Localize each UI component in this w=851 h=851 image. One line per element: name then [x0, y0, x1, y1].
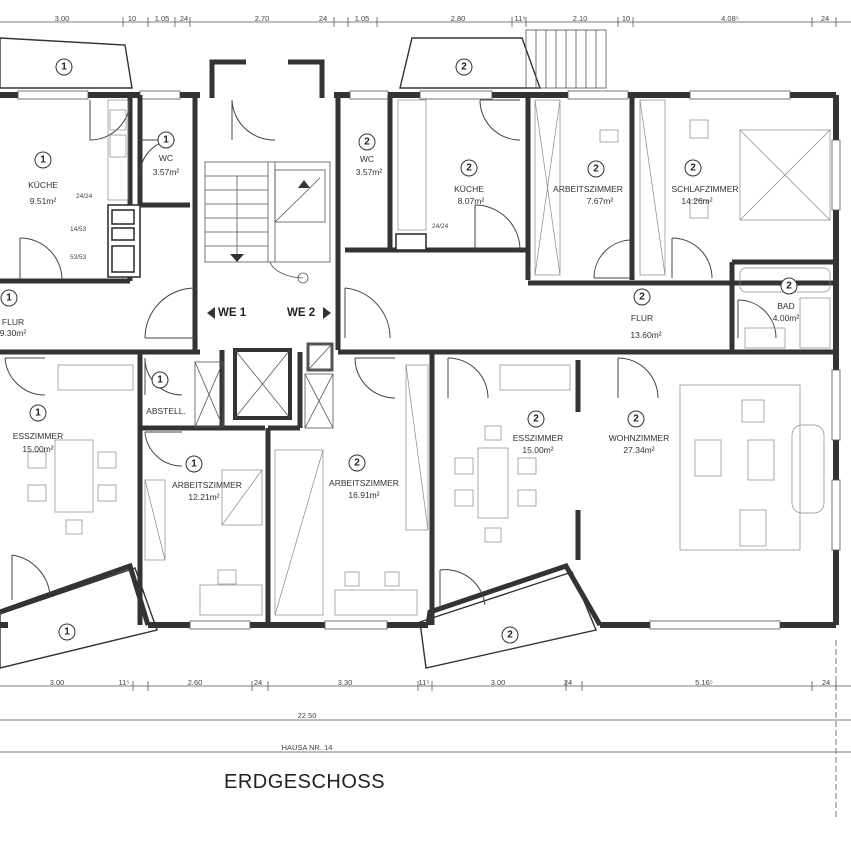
chimney-label-3: 53/53 — [70, 254, 87, 261]
unit-marker-kueche1: 1 — [34, 151, 52, 169]
dim-top-7: 1.05 — [354, 14, 370, 23]
dim-bottom-3: 2.60 — [187, 678, 203, 687]
furniture — [27, 99, 831, 616]
room-name-wc2: WC — [359, 154, 375, 164]
room-area-kueche2: 8.07m² — [457, 196, 485, 206]
dim-bottom-10: 24 — [821, 678, 831, 687]
dim-top-13: 24 — [820, 14, 830, 23]
drawing-title: ERDGESCHOSS — [224, 771, 386, 793]
unit-marker-balcony-top-left: 1 — [55, 58, 73, 76]
unit-marker-schlafzimmer2: 2 — [684, 159, 702, 177]
unit-marker-wc1: 1 — [157, 131, 175, 149]
room-area-schlafzimmer2: 14.26m² — [681, 196, 713, 206]
dim-top-11: 10 — [621, 14, 631, 23]
dim-top-3: 1.05 — [154, 14, 170, 23]
front-steps — [525, 29, 607, 89]
dim-bottom-6: 11⁵ — [418, 678, 430, 687]
dim-bottom-2: 11⁵ — [118, 678, 130, 687]
room-name-bad2: BAD — [777, 301, 795, 311]
room-area-arbeitszimmer1: 12.21m² — [188, 492, 220, 502]
room-area-esszimmer1: 15.00m² — [22, 444, 54, 454]
unit-marker-wc2: 2 — [358, 133, 376, 151]
unit-marker-esszimmer1: 1 — [29, 404, 47, 422]
windows — [17, 90, 841, 630]
balcony-bottom-left — [0, 567, 158, 669]
unit-marker-arbeitszimmer2b: 2 — [348, 454, 366, 472]
room-name-arbeitszimmer2b: ARBEITSZIMMER — [329, 478, 399, 488]
unit-marker-balcony-bottom-left: 1 — [58, 623, 76, 641]
entrance-porch — [209, 59, 325, 98]
room-name-flur2: FLUR — [630, 313, 654, 323]
we2-arrow — [323, 307, 331, 319]
dim-top-4: 24 — [179, 14, 189, 23]
room-name-kueche1: KÜCHE — [28, 180, 58, 190]
unit-marker-balcony-bottom-right: 2 — [501, 626, 519, 644]
room-area-kueche1: 9.51m² — [29, 196, 57, 206]
stair-arrow-up — [298, 180, 310, 188]
room-area-flur1: 9.30m² — [0, 328, 27, 338]
room-area-wc1: 3.57m² — [152, 167, 180, 177]
dim-bottom-9: 5.16⁵ — [695, 678, 713, 687]
we1-arrow — [207, 307, 215, 319]
unit-marker-arbeitszimmer1: 1 — [185, 455, 203, 473]
room-name-schlafzimmer2: SCHLAFZIMMER — [671, 184, 739, 194]
stair-arrow-down — [230, 254, 244, 262]
room-name-esszimmer2: ESSZIMMER — [512, 433, 564, 443]
dim-top-12: 4.08⁵ — [721, 14, 739, 23]
room-area-flur2: 13.60m² — [630, 330, 662, 340]
dim-bottom-4: 24 — [253, 678, 263, 687]
room-name-kueche2: KÜCHE — [454, 184, 484, 194]
house-label: HAUSA NR. 14 — [281, 743, 333, 752]
dim-bottom-8: 24 — [563, 678, 573, 687]
unit-marker-balcony-top-right: 2 — [455, 58, 473, 76]
room-name-arbeitszimmer1: ARBEITSZIMMER — [172, 480, 242, 490]
dim-total-width: 22.50 — [297, 711, 317, 720]
chimney-label-2: 14/53 — [70, 226, 87, 233]
entrance-opening — [246, 58, 288, 66]
dim-top-9: 11⁵ — [514, 14, 526, 23]
room-name-esszimmer1: ESSZIMMER — [12, 431, 64, 441]
unit-marker-wohnzimmer2: 2 — [627, 410, 645, 428]
unit-marker-flur1: 1 — [0, 289, 18, 307]
staircase-we2-label: WE 2 — [287, 307, 316, 319]
dim-top-1: 3.00 — [54, 14, 70, 23]
dim-bottom-7: 3.00 — [490, 678, 506, 687]
dim-top-6: 24 — [318, 14, 328, 23]
room-name-flur1: FLUR — [1, 317, 25, 327]
chimney-label-1: 24/24 — [76, 193, 93, 200]
staircase — [204, 161, 331, 284]
dim-top-5: 2.70 — [254, 14, 270, 23]
room-name-wc1: WC — [158, 153, 174, 163]
dim-bottom-5: 3.30 — [337, 678, 353, 687]
room-name-wohnzimmer2: WOHNZIMMER — [608, 433, 670, 443]
top-dimension-line — [0, 17, 851, 27]
chimney-label-4: 24/24 — [432, 223, 449, 230]
doors — [4, 99, 777, 610]
unit-marker-arbeitszimmer2a: 2 — [587, 160, 605, 178]
balcony-bottom-right — [419, 571, 597, 669]
staircase-we1-label: WE 1 — [218, 307, 247, 319]
unit-marker-abstell1: 1 — [151, 371, 169, 389]
room-area-esszimmer2: 15.00m² — [522, 445, 554, 455]
room-area-arbeitszimmer2b: 16.91m² — [348, 490, 380, 500]
dim-bottom-1: 3.00 — [49, 678, 65, 687]
dim-top-10: 2.10 — [572, 14, 588, 23]
bottom-dimension-lines — [0, 640, 851, 820]
unit-marker-bad2: 2 — [780, 277, 798, 295]
unit-marker-kueche2: 2 — [460, 159, 478, 177]
dim-top-2: 10 — [127, 14, 137, 23]
room-area-wohnzimmer2: 27.34m² — [623, 445, 655, 455]
room-name-arbeitszimmer2a: ARBEITSZIMMER — [553, 184, 623, 194]
room-area-wc2: 3.57m² — [355, 167, 383, 177]
room-area-arbeitszimmer2a: 7.67m² — [586, 196, 614, 206]
dim-top-8: 2.80 — [450, 14, 466, 23]
exterior-walls — [0, 92, 839, 628]
room-name-abstell1: ABSTELL. — [146, 406, 186, 416]
room-area-bad2: 4.00m² — [772, 313, 800, 323]
chimney-blocks — [107, 204, 427, 278]
unit-marker-flur2: 2 — [633, 288, 651, 306]
unit-marker-esszimmer2: 2 — [527, 410, 545, 428]
interior-walls — [0, 95, 836, 625]
